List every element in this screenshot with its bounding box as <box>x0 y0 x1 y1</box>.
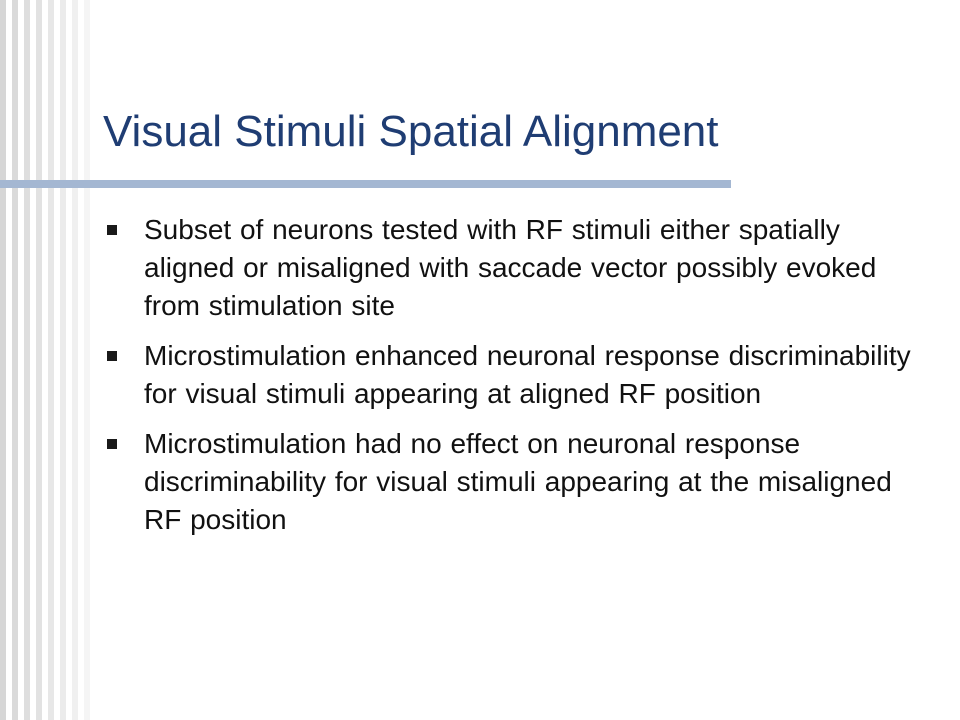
bullet-item: Microstimulation enhanced neuronal respo… <box>107 337 927 413</box>
bullet-item: Subset of neurons tested with RF stimuli… <box>107 211 927 325</box>
slide-title: Visual Stimuli Spatial Alignment <box>103 107 719 156</box>
bullet-text: Microstimulation enhanced neuronal respo… <box>144 340 911 409</box>
title-underline <box>0 180 731 188</box>
square-bullet-icon <box>107 439 117 449</box>
decorative-stripes <box>0 0 100 720</box>
square-bullet-icon <box>107 351 117 361</box>
bullet-text: Subset of neurons tested with RF stimuli… <box>144 214 877 321</box>
square-bullet-icon <box>107 225 117 235</box>
bullet-list: Subset of neurons tested with RF stimuli… <box>107 211 927 551</box>
bullet-text: Microstimulation had no effect on neuron… <box>144 428 892 535</box>
bullet-item: Microstimulation had no effect on neuron… <box>107 425 927 539</box>
